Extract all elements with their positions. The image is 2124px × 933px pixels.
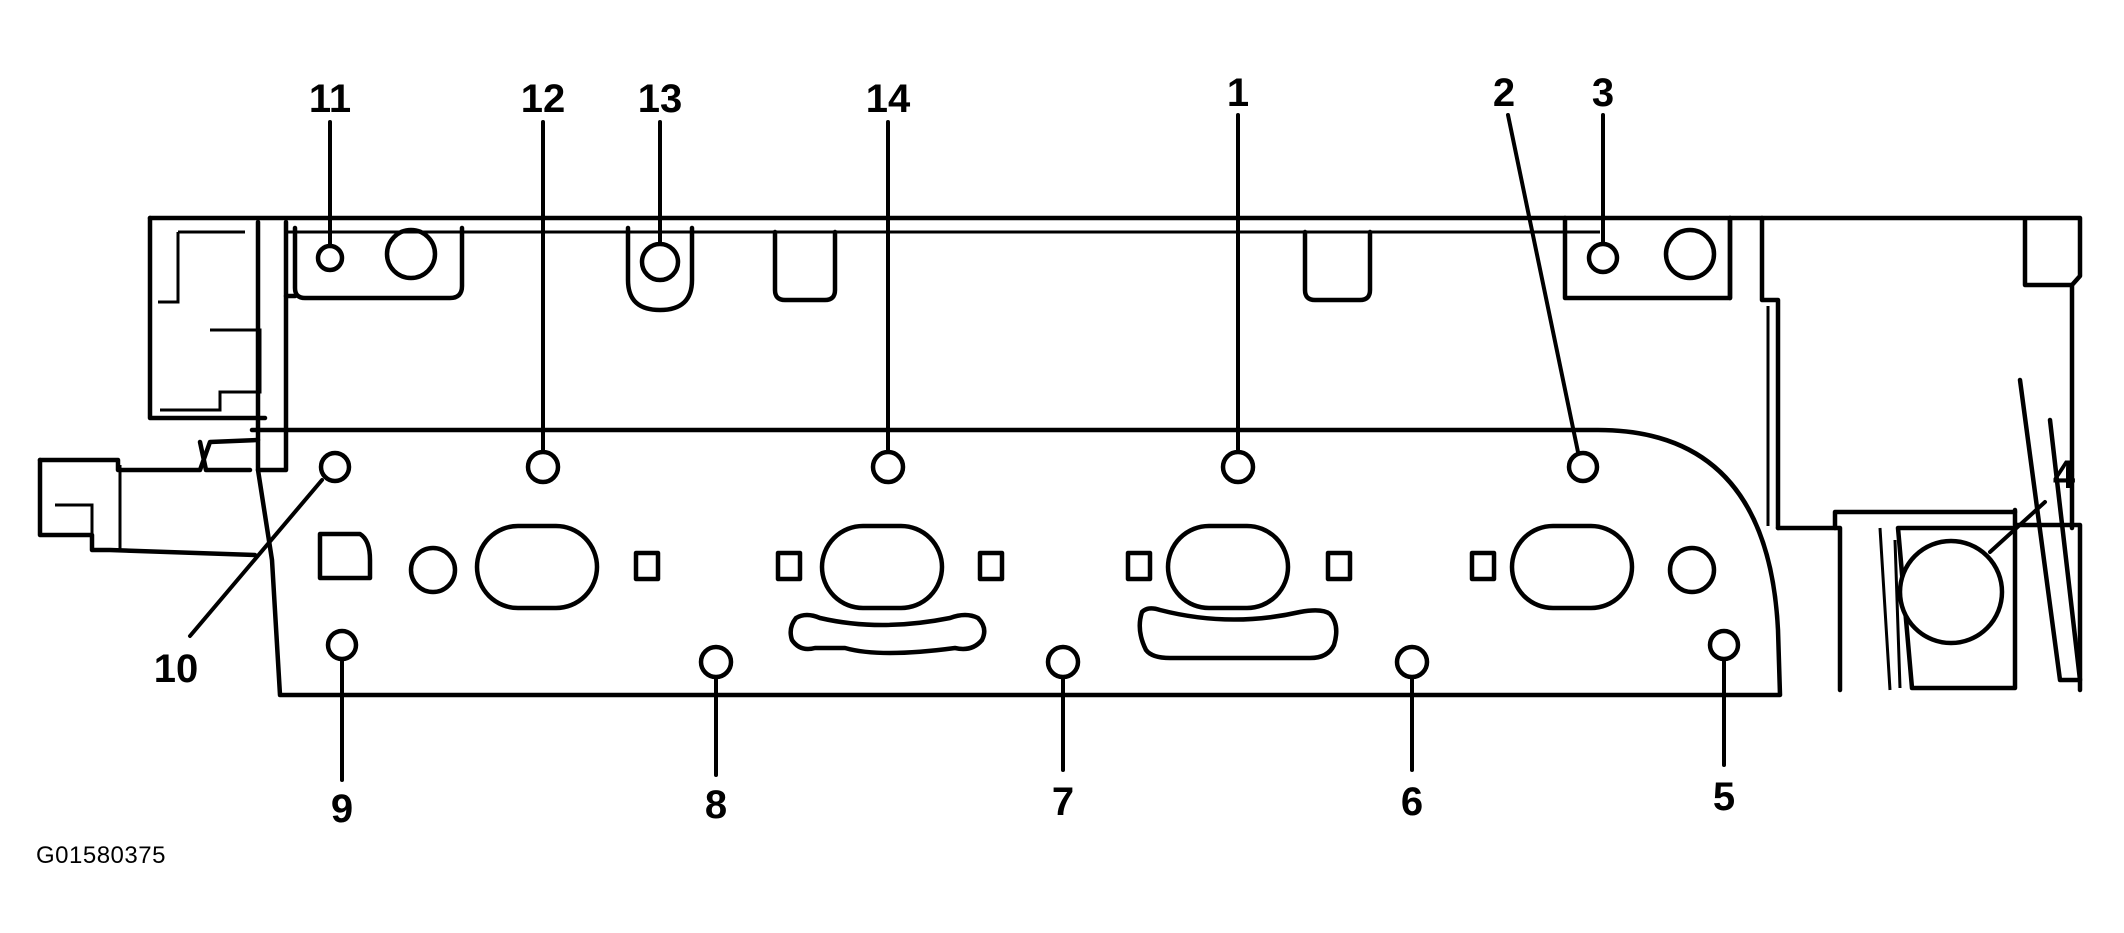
port-group-4 — [1469, 523, 1717, 611]
bolt-hole-11 — [315, 243, 345, 273]
water-hole — [408, 545, 458, 595]
right-corner — [2022, 217, 2075, 288]
left-stub-bottom — [37, 457, 258, 558]
bolt-hole-9 — [325, 628, 359, 662]
callout-1: 1 — [1227, 71, 1249, 115]
port-group-2 — [775, 523, 1005, 656]
water-passage-left — [317, 531, 373, 581]
bolt-hole-2 — [1566, 450, 1600, 484]
dowel-square — [1125, 550, 1153, 582]
bolt-hole-12 — [525, 449, 561, 485]
callout-12: 12 — [521, 77, 566, 121]
leader-4 — [1988, 500, 2047, 554]
boss-11 — [292, 225, 465, 301]
port-4 — [1897, 538, 2005, 646]
right-vertical — [1832, 525, 1843, 693]
bolt-hole-13 — [639, 241, 681, 283]
left-stub-top — [37, 437, 261, 473]
callout-6: 6 — [1401, 780, 1423, 824]
bolt-hole-7 — [1045, 644, 1081, 680]
bolt-hole-14 — [870, 449, 906, 485]
leader-2 — [1506, 113, 1580, 454]
callout-labels: 11 12 13 14 1 2 3 4 5 6 7 8 9 10 — [154, 71, 2076, 831]
port-oval — [1165, 523, 1291, 611]
deck-face-outline — [249, 427, 1783, 698]
right-rib — [2017, 377, 2083, 683]
dowel-hole — [384, 227, 438, 281]
dowel-square — [1469, 550, 1497, 582]
port-group-1 — [408, 523, 661, 611]
callout-14: 14 — [866, 77, 911, 121]
callout-3: 3 — [1592, 71, 1614, 115]
right-fins — [1878, 527, 1902, 691]
callout-8: 8 — [705, 783, 727, 827]
cylinder-head-body — [37, 215, 2083, 693]
left-end-detail — [158, 230, 262, 412]
leader-10 — [188, 478, 324, 638]
leader-lines — [188, 113, 2047, 782]
right-base — [1775, 509, 2018, 531]
boss-a — [772, 229, 838, 303]
callout-13: 13 — [638, 77, 683, 121]
callout-5: 5 — [1713, 775, 1735, 819]
callout-9: 9 — [331, 787, 353, 831]
right-end-wall — [1727, 215, 1781, 531]
callout-4: 4 — [2053, 453, 2076, 497]
bolt-hole-6 — [1394, 644, 1430, 680]
left-stub-link — [197, 439, 253, 473]
figure-id: G01580375 — [36, 842, 166, 869]
right-frame — [2012, 507, 2083, 693]
callout-7: 7 — [1052, 780, 1074, 824]
water-hole — [1667, 545, 1717, 595]
deck-face — [249, 227, 1783, 698]
port-group-3 — [1125, 523, 1353, 661]
dowel-square — [775, 550, 803, 582]
port-oval — [1509, 523, 1635, 611]
head-left-edge — [147, 215, 268, 421]
callout-2: 2 — [1493, 71, 1515, 115]
dowel-square — [977, 550, 1005, 582]
boss-b — [1302, 229, 1373, 303]
bolt-hole-5 — [1707, 628, 1741, 662]
bolt-hole-10 — [318, 450, 352, 484]
boss-13 — [625, 225, 695, 313]
bolt-hole-1 — [1220, 449, 1256, 485]
left-pillar — [255, 219, 289, 473]
callout-10: 10 — [154, 647, 199, 691]
dowel-hole — [1663, 227, 1717, 281]
callout-11: 11 — [309, 77, 351, 121]
port-oval — [474, 523, 600, 611]
left-stub-detail — [55, 465, 122, 550]
dowel-square — [1325, 550, 1353, 582]
coolant-slot — [788, 612, 987, 656]
dowel-square — [633, 550, 661, 582]
port-oval — [819, 523, 945, 611]
bolt-hole-3 — [1586, 241, 1620, 275]
bolt-hole-8 — [698, 644, 734, 680]
head-top-edge — [147, 215, 2083, 531]
coolant-slot — [1137, 606, 1339, 661]
